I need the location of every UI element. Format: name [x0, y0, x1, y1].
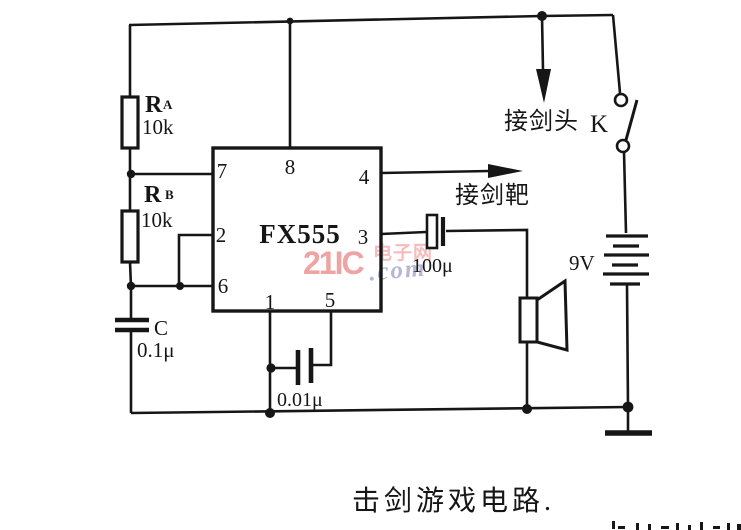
wire-bottom-rail — [130, 405, 629, 415]
ic-part-number: FX555 — [259, 219, 341, 249]
arrow-down-icon — [536, 69, 551, 103]
switch-label: K — [590, 111, 608, 138]
pin-label-6: 6 — [218, 274, 229, 298]
watermark-site-cn: 电子网 — [373, 243, 434, 264]
resistor-rb-ref-sub: B — [165, 187, 174, 202]
resistor-rb-ref: R — [144, 182, 162, 208]
capacitor-c3-value: 100μ — [412, 255, 453, 277]
battery-symbol — [603, 234, 649, 286]
resistor-ra-ref: R — [145, 92, 163, 118]
junction-dots — [126, 11, 634, 418]
pin-label-4: 4 — [359, 165, 370, 189]
watermark: 21IC 电子网 .com — [303, 244, 463, 292]
resistor-rb-body — [120, 209, 140, 264]
resistor-ra-ref-sub: A — [163, 97, 173, 112]
wire-pin4 — [380, 169, 491, 175]
annotation-sword-target: 接剑靶 — [455, 182, 530, 209]
switch-contact-bottom — [615, 138, 631, 154]
capacitor-c1-value: 0.1μ — [137, 338, 175, 362]
page-edge-text-fragments — [612, 521, 741, 530]
speaker-magnet — [518, 296, 539, 344]
figure-caption: 击剑游戏电路. — [352, 485, 555, 517]
pin-label-1: 1 — [265, 290, 276, 314]
pin-label-2: 2 — [216, 223, 227, 247]
switch-contact-top — [613, 92, 629, 108]
pin-label-5: 5 — [325, 288, 336, 312]
capacitor-c3-plate-left — [425, 213, 439, 250]
resistor-rb-value: 10k — [141, 208, 173, 232]
pin-label-8: 8 — [285, 155, 296, 179]
resistor-ra-body — [120, 95, 140, 150]
watermark-brand: 21IC — [303, 245, 365, 281]
capacitor-c2-value: 0.01μ — [277, 389, 323, 411]
switch-lever — [624, 99, 639, 141]
resistor-ra-value: 10k — [142, 115, 174, 139]
annotation-sword-tip: 接剑头 — [504, 108, 579, 135]
wire-pin2 — [177, 233, 213, 286]
ic-555-body — [211, 146, 383, 313]
wire-battery-bottom-lead — [625, 284, 630, 408]
arrow-right-icon — [488, 164, 523, 178]
wire-switch-to-battery — [622, 151, 628, 234]
wire-pin3 — [380, 230, 427, 236]
wire-c2-to-pin5 — [313, 311, 333, 367]
wire-switch-top-lead — [611, 14, 622, 94]
pin-label-3: 3 — [358, 225, 369, 249]
battery-value: 9V — [569, 251, 595, 275]
wire-sword-tip-branch — [540, 15, 545, 71]
speaker-cone — [535, 278, 569, 352]
capacitor-c1-ref: C — [154, 316, 168, 340]
pin-label-7: 7 — [217, 159, 228, 183]
wire-c3-to-speaker — [445, 228, 529, 299]
